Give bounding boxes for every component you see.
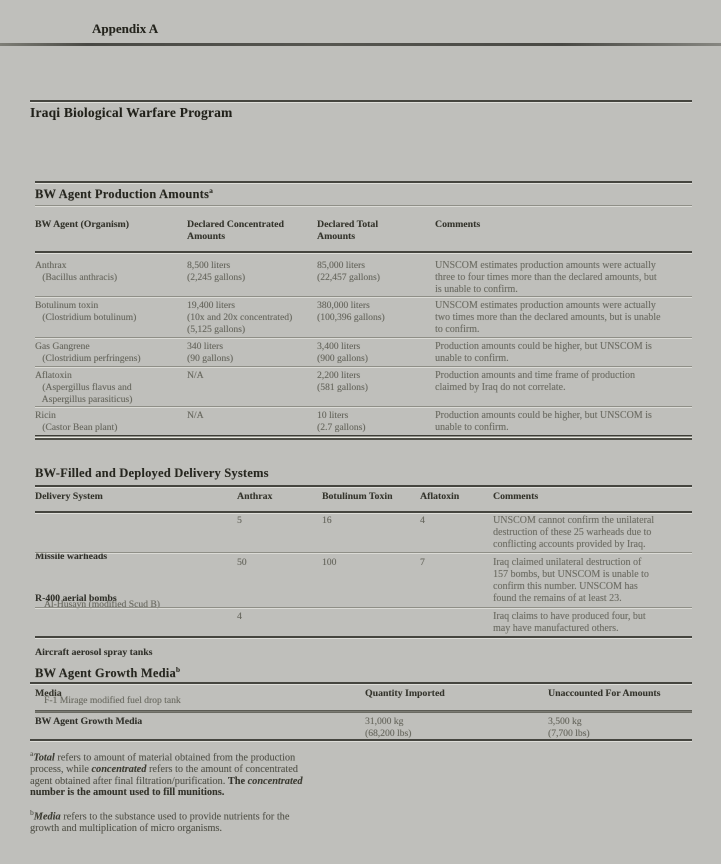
- column-header-total: Declared Total Amounts: [317, 219, 379, 242]
- row-divider: [35, 296, 692, 297]
- page-title: Iraqi Biological Warfare Program: [30, 105, 233, 120]
- botulinum-count: 100: [322, 557, 337, 568]
- header-rule: [35, 710, 692, 713]
- system-name: Aircraft aerosol spray tanks: [35, 647, 153, 658]
- anthrax-count: 5: [237, 515, 242, 526]
- system-subname: F-1 Mirage modified fuel drop tank: [44, 695, 181, 706]
- quantity-cell: 31,000 kg (68,200 lbs): [365, 716, 412, 739]
- unaccounted-cell: 3,500 kg (7,700 lbs): [548, 716, 590, 739]
- section-underline: [35, 485, 692, 487]
- footnote-marker-a: a: [209, 186, 214, 195]
- comments-cell: Iraq claims to have produced four, but m…: [493, 611, 646, 634]
- total-cell: 85,000 liters (22,457 gallons): [317, 260, 380, 283]
- column-header-system: Delivery System: [35, 491, 103, 502]
- system-name: R-400 aerial bombs: [35, 593, 117, 604]
- column-header-comments: Comments: [493, 491, 539, 502]
- production-table-title: BW Agent Production Amountsa: [35, 186, 214, 202]
- footnote-a: aTotal refers to amount of material obta…: [30, 749, 303, 799]
- row-divider: [35, 366, 692, 367]
- comments-cell: UNSCOM estimates production amounts were…: [435, 300, 661, 335]
- total-cell: 380,000 liters (100,396 gallons): [317, 300, 385, 323]
- botulinum-count: 16: [322, 515, 332, 526]
- footnote-a-marker: a: [30, 749, 34, 758]
- system-name: Missile warheads: [35, 551, 108, 562]
- delivery-table-title: BW-Filled and Deployed Delivery Systems: [35, 466, 269, 480]
- comments-cell: UNSCOM estimates production amounts were…: [435, 260, 657, 295]
- row-divider: [35, 607, 692, 608]
- column-header-anthrax: Anthrax: [237, 491, 273, 502]
- agent-cell: Gas Gangrene (Clostridium perfringens): [35, 341, 141, 364]
- comments-cell: Iraq claimed unilateral destruction of 1…: [493, 557, 649, 604]
- comments-cell: Production amounts could be higher, but …: [435, 341, 652, 364]
- scan-artifact-band: [0, 43, 721, 46]
- aflatoxin-count: 4: [420, 515, 425, 526]
- appendix-label: Appendix A: [92, 21, 159, 36]
- column-header-aflatoxin: Aflatoxin: [420, 491, 460, 502]
- anthrax-count: 4: [237, 611, 242, 622]
- concentrated-cell: N/A: [187, 370, 204, 381]
- table-bottom-rule: [30, 739, 692, 741]
- total-cell: 10 liters (2.7 gallons): [317, 410, 366, 433]
- column-header-media: Media: [35, 688, 62, 699]
- concentrated-cell: 8,500 liters (2,245 gallons): [187, 260, 246, 283]
- growth-table-title: BW Agent Growth Mediab: [35, 665, 181, 681]
- column-header-concentrated: Declared Concentrated Amounts: [187, 219, 284, 242]
- section-rule: [35, 181, 692, 183]
- agent-cell: Ricin (Castor Bean plant): [35, 410, 118, 433]
- comments-cell: Production amounts and time frame of pro…: [435, 370, 635, 393]
- footnote-b: bMedia refers to the substance used to p…: [30, 808, 290, 835]
- section-underline: [35, 205, 692, 206]
- footnote-b-marker: b: [30, 808, 34, 817]
- row-divider: [35, 406, 692, 407]
- total-cell: 2,200 liters (581 gallons): [317, 370, 368, 393]
- agent-cell: Botulinum toxin (Clostridium botulinum): [35, 300, 137, 323]
- table-bottom-rule: [35, 636, 692, 638]
- column-header-quantity: Quantity Imported: [365, 688, 445, 699]
- column-header-comments: Comments: [435, 219, 481, 230]
- total-cell: 3,400 liters (900 gallons): [317, 341, 368, 364]
- agent-cell: Aflatoxin (Aspergillus flavus and Asperg…: [35, 370, 133, 405]
- concentrated-cell: 19,400 liters (10x and 20x concentrated)…: [187, 300, 293, 335]
- column-header-unaccounted: Unaccounted For Amounts: [548, 688, 661, 699]
- header-rule: [35, 511, 692, 513]
- title-rule: [30, 100, 692, 102]
- concentrated-cell: 340 liters (90 gallons): [187, 341, 234, 364]
- column-header-botulinum: Botulinum Toxin: [322, 491, 393, 502]
- column-header-agent: BW Agent (Organism): [35, 219, 129, 230]
- concentrated-cell: N/A: [187, 410, 204, 421]
- media-cell: BW Agent Growth Media: [35, 716, 143, 727]
- anthrax-count: 50: [237, 557, 247, 568]
- row-divider: [35, 337, 692, 338]
- aflatoxin-count: 7: [420, 557, 425, 568]
- section-underline: [30, 682, 692, 684]
- footnote-marker-b: b: [175, 665, 181, 674]
- header-rule: [35, 251, 692, 253]
- comments-cell: Production amounts could be higher, but …: [435, 410, 652, 433]
- system-subname: Al-Husayn (modified Scud B): [44, 599, 160, 610]
- agent-cell: Anthrax (Bacillus anthracis): [35, 260, 118, 283]
- table-bottom-rule: [35, 435, 692, 440]
- row-divider: [35, 552, 692, 553]
- comments-cell: UNSCOM cannot confirm the unilateral des…: [493, 515, 655, 550]
